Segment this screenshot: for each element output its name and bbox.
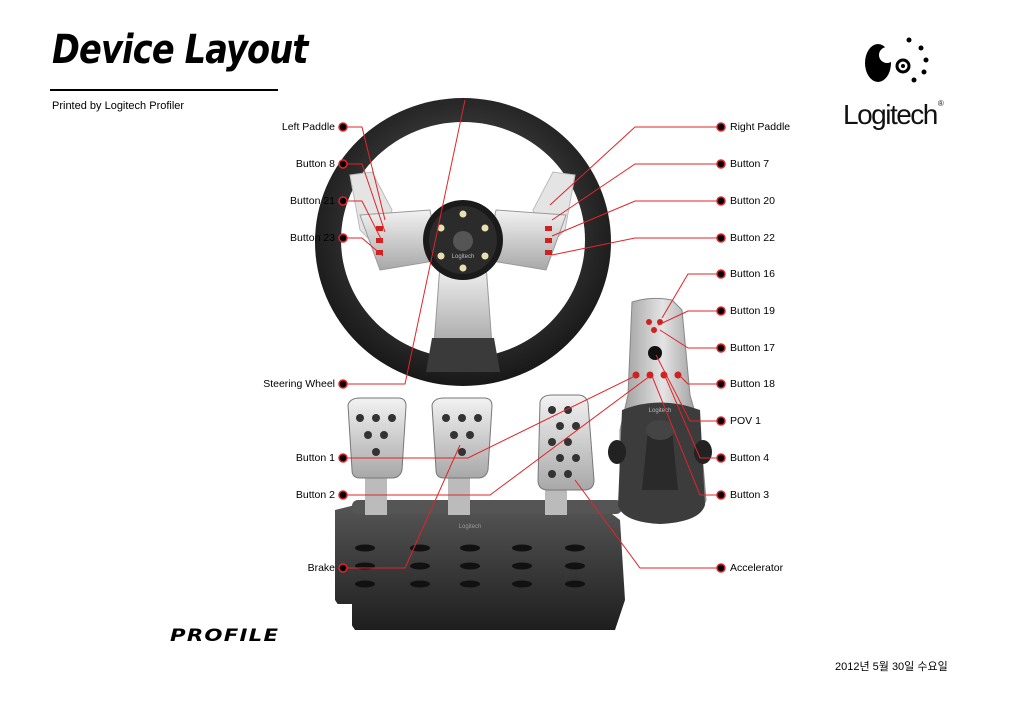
label-button-1: Button 1 bbox=[295, 452, 335, 464]
printed-by-text: Printed by Logitech Profiler bbox=[52, 100, 185, 112]
marker-dots bbox=[338, 122, 726, 573]
marker-button-3 bbox=[716, 490, 726, 500]
label-accelerator: Accelerator bbox=[730, 562, 784, 574]
marker-button-2 bbox=[338, 490, 348, 500]
brand-name: Logitech bbox=[843, 99, 938, 130]
wheel-brand-text: Logitech bbox=[452, 254, 475, 260]
registered-mark: ® bbox=[937, 99, 944, 108]
label-button-8: Button 8 bbox=[295, 158, 335, 170]
label-button-17: Button 17 bbox=[730, 342, 775, 354]
marker-right-paddle bbox=[716, 122, 726, 132]
marker-button-4 bbox=[716, 453, 726, 463]
marker-button-20 bbox=[716, 196, 726, 206]
label-button-4: Button 4 bbox=[730, 452, 770, 464]
marker-button-7 bbox=[716, 159, 726, 169]
label-button-21: Button 21 bbox=[290, 195, 335, 207]
label-button-2: Button 2 bbox=[295, 489, 335, 501]
marker-button-18 bbox=[716, 379, 726, 389]
label-button-3: Button 3 bbox=[730, 489, 770, 501]
logitech-eye-icon bbox=[865, 37, 929, 83]
steering-wheel bbox=[315, 98, 611, 386]
page-title: Device Layout bbox=[52, 27, 308, 73]
label-left-paddle: Left Paddle bbox=[281, 121, 335, 133]
profile-logo: PROFILE bbox=[170, 626, 280, 646]
logitech-wordmark: Logitech® bbox=[843, 99, 944, 131]
marker-steering-wheel bbox=[338, 379, 348, 389]
marker-button-16 bbox=[716, 269, 726, 279]
marker-pov-1 bbox=[716, 416, 726, 426]
pedal-unit bbox=[335, 394, 625, 630]
label-button-19: Button 19 bbox=[730, 305, 775, 317]
print-date: 2012년 5월 30일 수요일 bbox=[835, 661, 948, 673]
marker-button-1 bbox=[338, 453, 348, 463]
pedal-brand-text: Logitech bbox=[459, 524, 482, 530]
marker-button-21 bbox=[338, 196, 348, 206]
marker-button-17 bbox=[716, 343, 726, 353]
marker-brake bbox=[338, 563, 348, 573]
label-steering-wheel: Steering Wheel bbox=[263, 378, 335, 390]
title-underline bbox=[50, 89, 278, 91]
label-button-7: Button 7 bbox=[730, 158, 770, 170]
marker-button-8 bbox=[338, 159, 348, 169]
label-button-18: Button 18 bbox=[730, 378, 775, 390]
shifter-brand-text: Logitech bbox=[649, 408, 672, 414]
marker-button-19 bbox=[716, 306, 726, 316]
marker-button-22 bbox=[716, 233, 726, 243]
label-button-23: Button 23 bbox=[290, 232, 335, 244]
leader-lines bbox=[344, 99, 721, 569]
marker-accelerator bbox=[716, 563, 726, 573]
image-mask bbox=[330, 604, 352, 634]
marker-left-paddle bbox=[338, 122, 348, 132]
label-button-16: Button 16 bbox=[730, 268, 775, 280]
label-button-22: Button 22 bbox=[730, 232, 775, 244]
label-brake: Brake bbox=[307, 562, 335, 574]
marker-button-23 bbox=[338, 233, 348, 243]
label-button-20: Button 20 bbox=[730, 195, 775, 207]
label-right-paddle: Right Paddle bbox=[730, 121, 791, 133]
gear-shifter bbox=[608, 297, 712, 524]
label-pov-1: POV 1 bbox=[730, 415, 761, 427]
